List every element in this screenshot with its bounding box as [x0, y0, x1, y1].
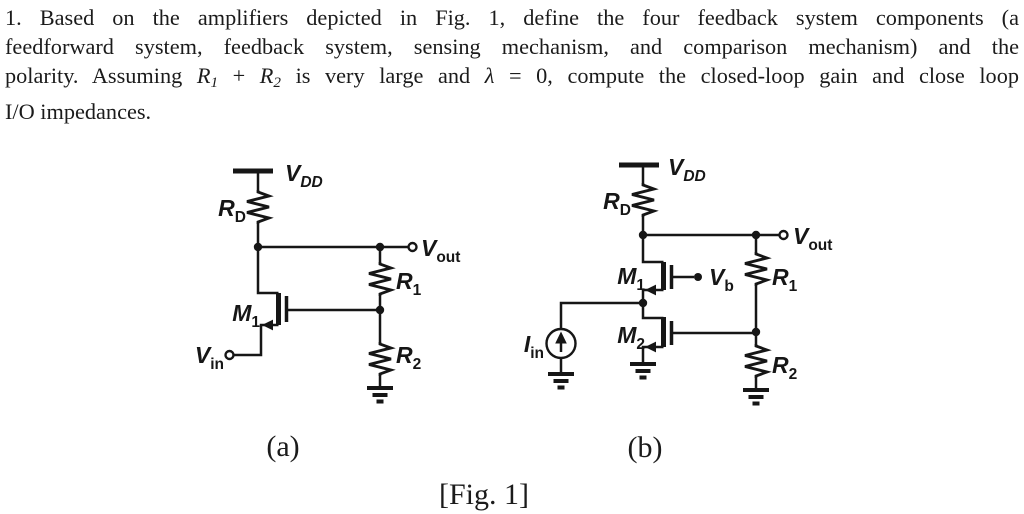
vin-label-a: Vin — [195, 342, 224, 373]
var-r2: R — [259, 63, 274, 88]
problem-line-2: feedforward system, feedback system, sen… — [5, 34, 1019, 59]
caption-b: (b) — [628, 431, 663, 464]
mosfet-m1-a — [234, 293, 289, 357]
node-dot — [638, 230, 648, 240]
vin-terminal-a — [224, 349, 235, 361]
vb-node-dot — [694, 273, 702, 281]
var-r1-subscript: 1 — [210, 73, 219, 91]
problem-line-3: polarity. Assuming R1 + R2 is very large… — [5, 61, 1019, 97]
vdd-label-a: VDD — [285, 160, 323, 191]
vb-label-b: Vb — [709, 264, 734, 295]
drain-wire — [641, 303, 664, 320]
resistor-rd-a — [246, 190, 274, 224]
node-dot — [253, 242, 263, 252]
vout-label-a: Vout — [421, 235, 460, 266]
resistor-r1-b — [744, 252, 772, 286]
figure-label: [Fig. 1] — [439, 478, 529, 511]
source-arrow-icon — [645, 284, 656, 296]
drain-rail-wire-a — [256, 224, 279, 295]
var-r1: R — [196, 63, 211, 88]
vout-terminal-b — [778, 229, 789, 241]
drain-rail-wire-b — [641, 217, 664, 264]
text-run: + — [218, 63, 260, 88]
ground-icon — [367, 386, 393, 404]
rd-label-a: RD — [218, 195, 246, 226]
m1-label-a: M1 — [232, 300, 260, 331]
ground-icon — [548, 372, 574, 390]
r2-label-b: R2 — [772, 352, 797, 383]
mosfet-m1-b — [641, 262, 694, 303]
current-source-iin — [545, 327, 577, 374]
r1-label-a: R1 — [396, 268, 422, 299]
source-arrow-icon — [645, 341, 656, 353]
var-r2-subscript: 2 — [273, 73, 281, 91]
m1-label-b: M1 — [617, 263, 645, 294]
m2-label-b: M2 — [617, 322, 645, 353]
problem-line-4: I/O impedances. — [5, 98, 152, 124]
iin-label-b: Iin — [524, 331, 544, 362]
circuit-b: VDD RD Vout M1 Vb — [524, 154, 833, 464]
problem-line-1: 1. Based on the amplifiers depicted in F… — [5, 5, 1019, 30]
vout-label-b: Vout — [793, 223, 832, 254]
text-run: = 0, compute the closed-loop gain and cl… — [494, 63, 1019, 88]
circuit-a: VDD RD Vout M1 Vin R1 — [195, 160, 461, 463]
vout-terminal-a — [407, 241, 418, 253]
mosfet-m2-b — [641, 303, 756, 364]
source-arrow-icon — [262, 319, 273, 331]
input-wire-b — [559, 301, 643, 329]
resistor-r1-a — [368, 262, 396, 296]
rd-label-b: RD — [603, 188, 631, 219]
var-lambda: λ — [484, 63, 495, 88]
ground-icon — [743, 388, 769, 406]
caption-a: (a) — [266, 430, 299, 463]
problem-statement: 1. Based on the amplifiers depicted in F… — [5, 3, 1019, 126]
resistor-r2-a — [368, 342, 396, 376]
resistor-r2-b — [744, 344, 772, 378]
text-run: is very large and — [280, 63, 485, 88]
text-run: polarity. Assuming — [5, 63, 197, 88]
vdd-label-b: VDD — [668, 154, 706, 185]
source-wire — [641, 345, 664, 364]
r1-label-b: R1 — [772, 264, 798, 295]
r2-label-a: R2 — [396, 342, 421, 373]
resistor-rd-b — [631, 183, 659, 217]
current-arrow-icon — [555, 331, 567, 344]
source-wire — [641, 288, 664, 303]
ground-icon — [630, 362, 656, 380]
